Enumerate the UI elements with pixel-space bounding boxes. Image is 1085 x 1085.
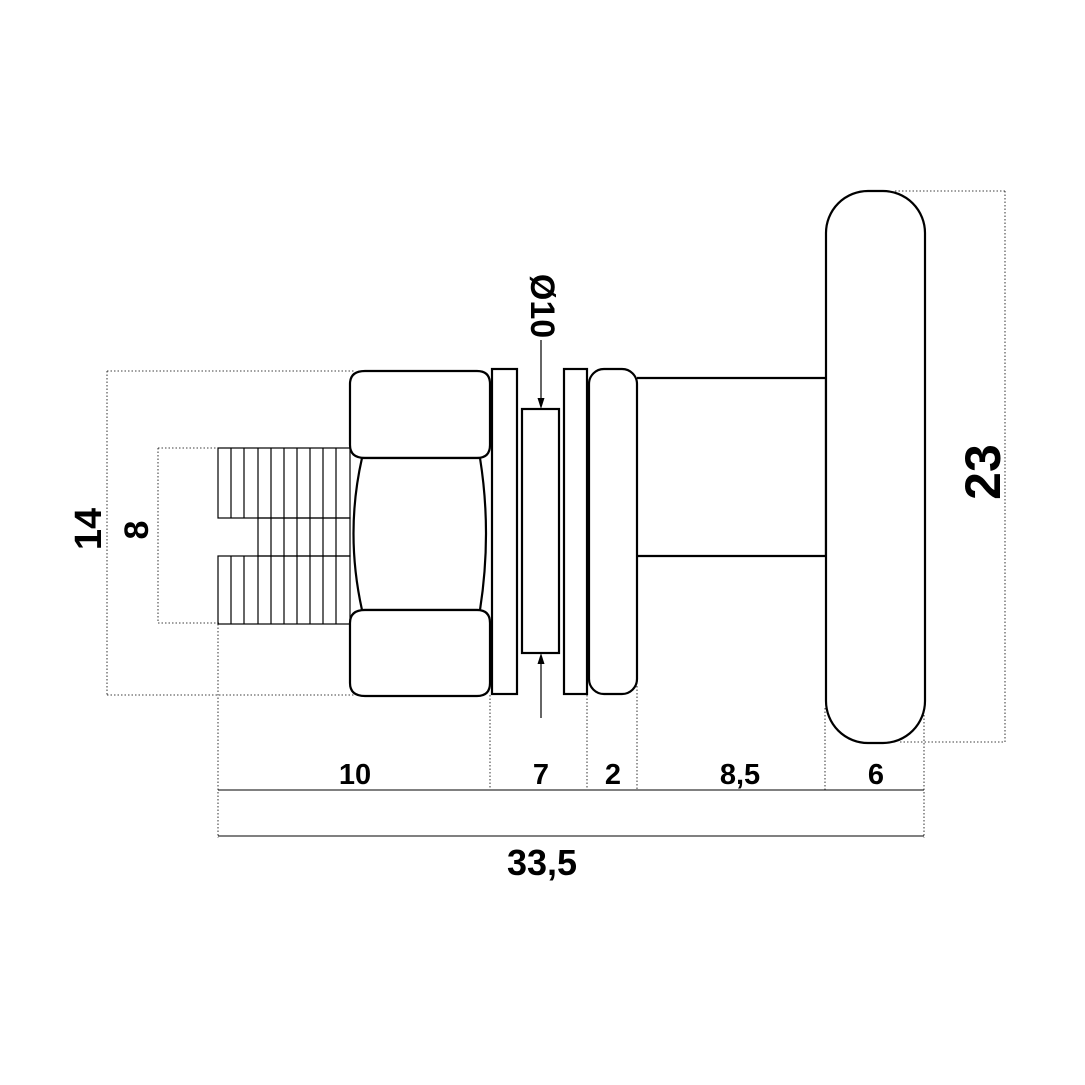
dimension-labels: 10 7 2 8,5 6 33,5 14 8 23 Ø10 [68, 274, 1011, 883]
label-8: 8 [118, 521, 156, 540]
label-10: 10 [339, 759, 371, 791]
label-diameter: Ø10 [523, 274, 561, 338]
collar [587, 367, 639, 696]
hex-nut [348, 369, 492, 698]
label-23: 23 [955, 444, 1011, 500]
label-total-length: 33,5 [507, 842, 577, 883]
shaft [637, 376, 828, 558]
extension-lines [106, 190, 1006, 838]
knob-head [824, 189, 927, 745]
label-14: 14 [68, 508, 110, 550]
label-7: 7 [533, 759, 549, 791]
thread-lines [230, 448, 337, 624]
diameter-arrows [537, 340, 545, 718]
washers [490, 367, 589, 696]
label-2: 2 [605, 759, 621, 791]
threaded-stud [217, 447, 351, 625]
dimension-lines [218, 789, 924, 837]
label-6: 6 [868, 759, 884, 791]
label-8-5: 8,5 [720, 759, 760, 791]
